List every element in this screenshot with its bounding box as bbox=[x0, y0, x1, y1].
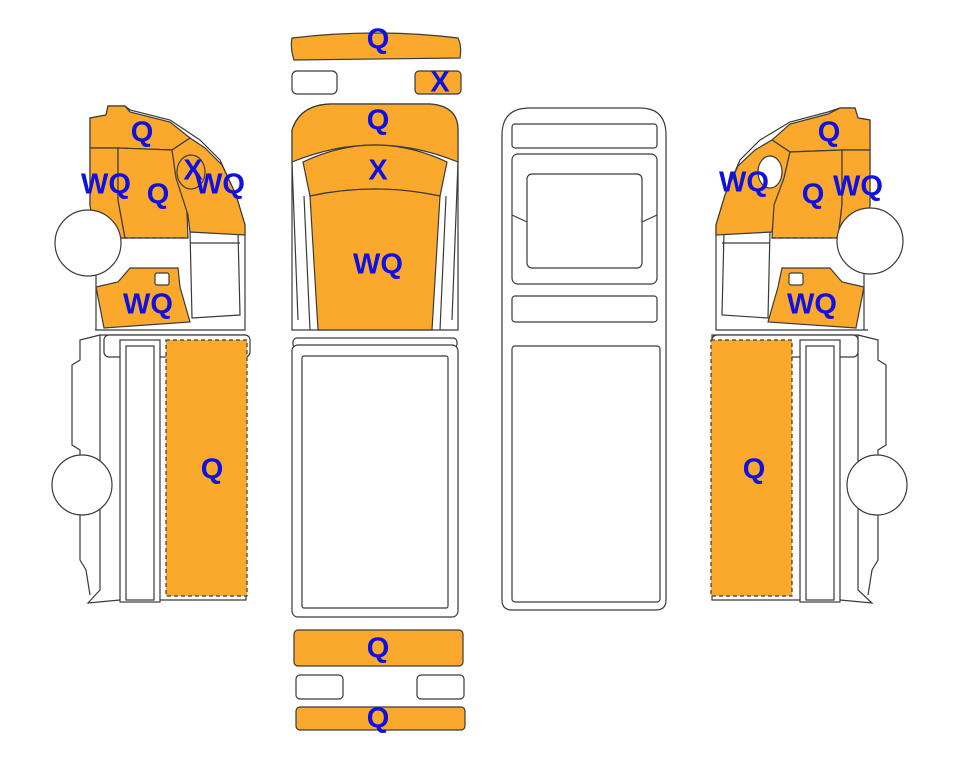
top-view-left bbox=[290, 32, 466, 731]
underside-view bbox=[501, 107, 667, 611]
label-right-corner: WQ bbox=[719, 167, 769, 199]
right-mirror bbox=[757, 155, 783, 189]
left-rear-step bbox=[71, 334, 101, 596]
label-left-roof: Q bbox=[131, 117, 154, 149]
right-side-view bbox=[710, 107, 908, 604]
left-side-view bbox=[51, 105, 251, 604]
right-cargo-side-panel bbox=[710, 339, 793, 597]
top-left-headlight bbox=[291, 70, 338, 95]
label-top-windshield: X bbox=[368, 155, 388, 187]
label-left-front: WQ bbox=[81, 169, 131, 201]
label-right-front: WQ bbox=[833, 171, 883, 203]
label-left-door: Q bbox=[147, 179, 170, 211]
label-top-front-bumper: Q bbox=[367, 24, 390, 56]
damage-labels: Q WQ Q X WQ WQ Q Q X Q X WQ Q Q Q WQ Q W… bbox=[81, 24, 883, 735]
left-rear-wheel bbox=[51, 454, 113, 516]
top-cargo-inner bbox=[301, 355, 449, 609]
top-front-bumper bbox=[290, 32, 462, 61]
label-top-roof: WQ bbox=[353, 249, 403, 281]
left-front-wheel bbox=[54, 209, 122, 277]
label-right-lower: WQ bbox=[787, 289, 837, 321]
top-rear-step bbox=[295, 706, 466, 731]
top-roof-panel bbox=[309, 188, 441, 331]
label-right-roof: Q bbox=[818, 117, 841, 149]
left-mirror bbox=[176, 154, 206, 190]
top-hood-panel bbox=[291, 103, 459, 163]
label-left-mirror: X bbox=[183, 155, 203, 187]
label-top-headlight: X bbox=[430, 67, 450, 99]
label-left-cargo: Q bbox=[201, 454, 224, 486]
label-left-corner: WQ bbox=[195, 169, 245, 201]
label-left-lower: WQ bbox=[123, 289, 173, 321]
label-right-cargo: Q bbox=[743, 454, 766, 486]
label-right-door: Q bbox=[802, 179, 825, 211]
top-left-taillight bbox=[295, 674, 344, 700]
label-top-rear-bumper: Q bbox=[367, 633, 390, 665]
left-door-inner bbox=[125, 345, 155, 601]
top-right-taillight bbox=[416, 674, 465, 700]
right-rear-wheel bbox=[846, 454, 908, 516]
left-cargo-side-panel bbox=[165, 339, 248, 597]
top-rear-bumper bbox=[293, 629, 464, 667]
label-top-hood: Q bbox=[367, 105, 390, 137]
top-right-headlight bbox=[414, 70, 462, 95]
right-front-wheel bbox=[836, 207, 904, 275]
label-top-rear-step: Q bbox=[367, 703, 390, 735]
